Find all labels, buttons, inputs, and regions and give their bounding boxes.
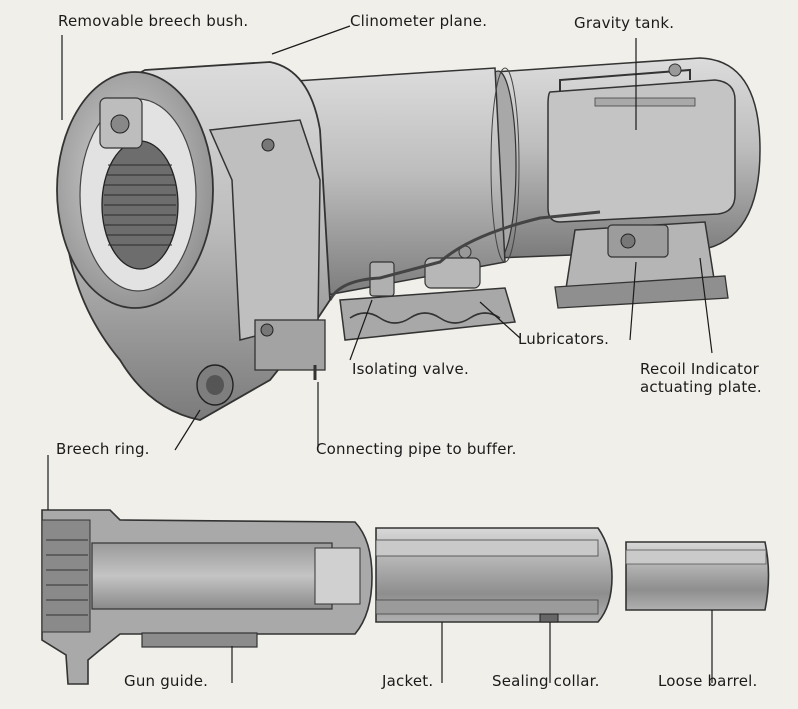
label-removable-breech-bush: Removable breech bush. xyxy=(58,12,249,30)
breech-ring-section xyxy=(41,509,373,685)
label-breech-ring: Breech ring. xyxy=(56,440,150,458)
label-clinometer-plane: Clinometer plane. xyxy=(350,12,488,30)
gravity-tank xyxy=(547,63,736,223)
label-sealing-collar: Sealing collar. xyxy=(492,672,600,690)
lubricator-bracket xyxy=(328,210,601,341)
label-lubricators: Lubricators. xyxy=(518,330,610,348)
label-jacket: Jacket. xyxy=(382,672,434,690)
label-recoil-indicator-line1: Recoil Indicator xyxy=(640,360,759,378)
breech-face xyxy=(56,71,214,309)
label-recoil-indicator-line2: actuating plate. xyxy=(640,378,762,396)
leader-lines xyxy=(47,25,713,683)
label-connecting-pipe: Connecting pipe to buffer. xyxy=(316,440,517,458)
jacket-section xyxy=(375,527,613,623)
rear-bracket xyxy=(554,221,729,309)
label-recoil-indicator: Recoil Indicator actuating plate. xyxy=(640,360,762,396)
label-gravity-tank: Gravity tank. xyxy=(574,14,675,32)
label-gun-guide: Gun guide. xyxy=(124,672,209,690)
label-loose-barrel: Loose barrel. xyxy=(658,672,758,690)
label-isolating-valve: Isolating valve. xyxy=(352,360,469,378)
loose-barrel-section xyxy=(625,541,770,611)
